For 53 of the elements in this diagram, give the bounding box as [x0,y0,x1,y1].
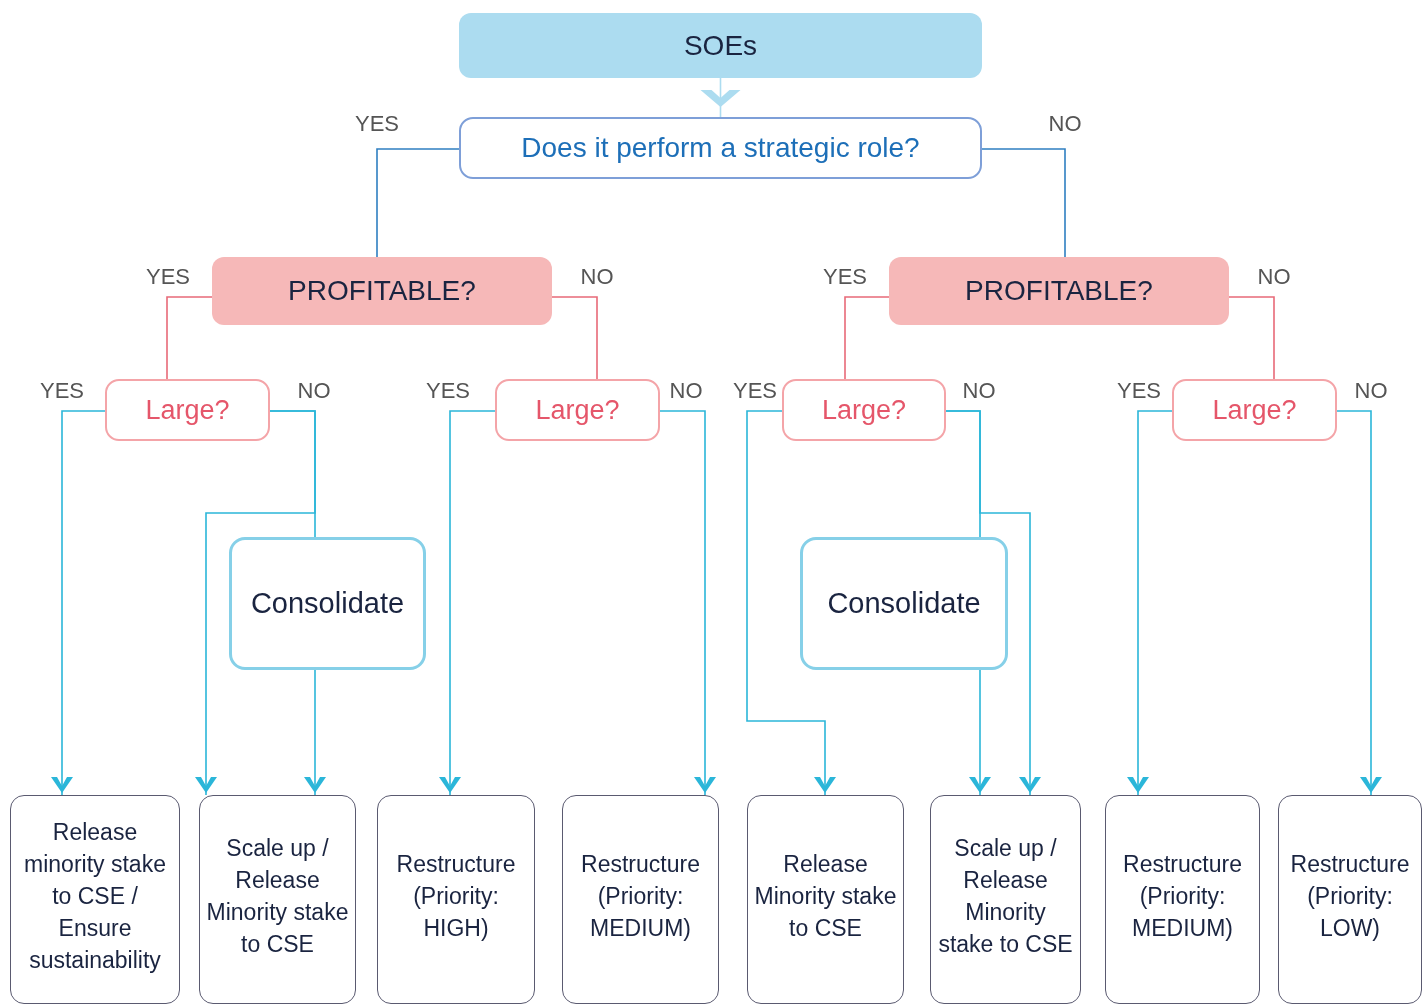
outcome-box [930,795,1081,1004]
outcome-box [747,795,904,1004]
action-box [229,537,426,670]
action-box [800,537,1008,670]
outcome-text: Scale up / Release Minority stake to CSE [937,833,1074,959]
connector-line [659,410,716,796]
outcome-box [1278,795,1422,1004]
question-box [459,117,982,179]
box-title: SOEs [683,29,758,62]
question-text: Does it perform a strategic role? [521,132,920,164]
decision-box [889,257,1229,325]
outcome-box [377,795,535,1004]
decision-box [212,257,552,325]
connector-line [945,410,1041,796]
decision-box [1172,379,1337,441]
outcome-box [1105,795,1260,1004]
outcome-text: Restructure (Priority: MEDIUM) [1122,849,1243,943]
connector-line [746,410,836,796]
decision-box [105,379,270,441]
decision-text: Large? [535,394,620,426]
decision-box [782,379,946,441]
connector-line [376,148,460,258]
decision-box [495,379,660,441]
connector-line [1127,410,1173,796]
decision-text: Large? [145,394,230,426]
start-box [459,13,982,78]
connector-line [844,296,890,380]
connector-line [1336,410,1382,796]
outcome-text: Restructure (Priority: MEDIUM) [580,849,701,943]
connector-line [1228,296,1275,380]
connector-line [969,669,991,796]
connector-line [439,410,496,796]
action-text: Consolidate [827,587,981,620]
outcome-box [562,795,719,1004]
connector-line [700,77,741,118]
connector-line [981,148,1066,258]
decision-text: PROFITABLE? [965,275,1153,307]
decision-text: Large? [821,394,907,426]
outcome-text: Release minority stake to CSE / Ensure sustainability [23,817,167,975]
connector-line [195,410,316,796]
outcome-text: Restructure (Priority: HIGH) [395,849,517,943]
decision-text: Large? [1212,394,1297,426]
connector-line [51,410,106,796]
action-text: Consolidate [250,587,405,620]
connector-line [304,669,326,796]
decision-text: PROFITABLE? [288,275,476,307]
outcome-text: Scale up / Release Minority stake to CSE [205,833,350,959]
connector-line [166,296,213,380]
connector-line [551,296,598,380]
outcome-box [10,795,180,1004]
outcome-text: Release Minority stake to CSE [753,849,898,943]
outcome-text: Restructure (Priority: LOW) [1289,849,1411,943]
outcome-box [199,795,356,1004]
